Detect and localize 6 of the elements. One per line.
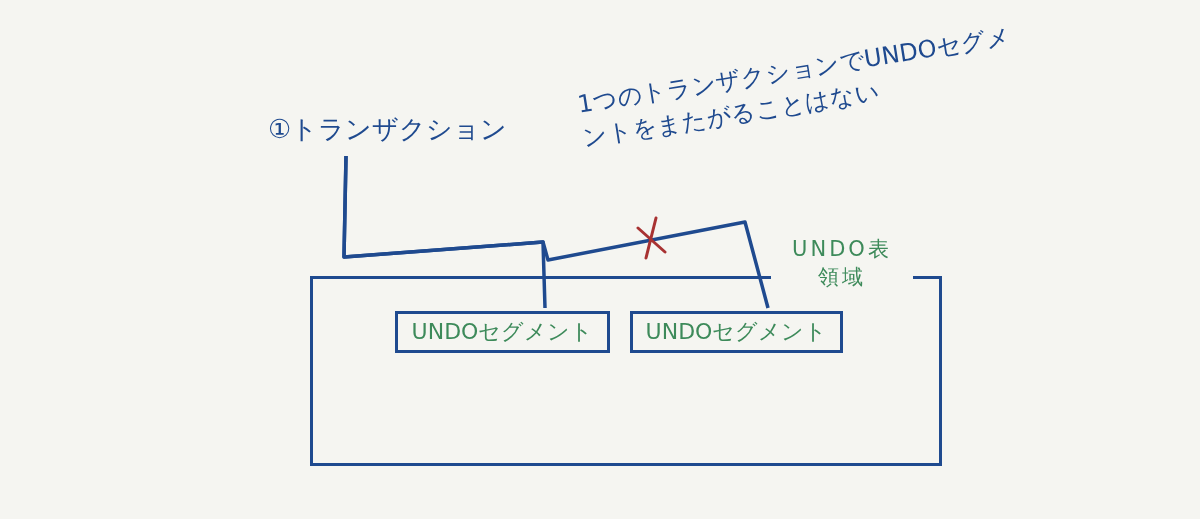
connector-line [342,155,770,309]
tablespace-title: UNDO表領域 [771,235,913,291]
transaction-text: ①トランザクション [268,112,538,156]
segment-box: UNDOセグメント [395,311,610,353]
segment-box: UNDOセグメント [630,311,843,353]
note-text: 1つのトランザクションでUNDOセグメントをまたがることはない [575,21,1014,155]
